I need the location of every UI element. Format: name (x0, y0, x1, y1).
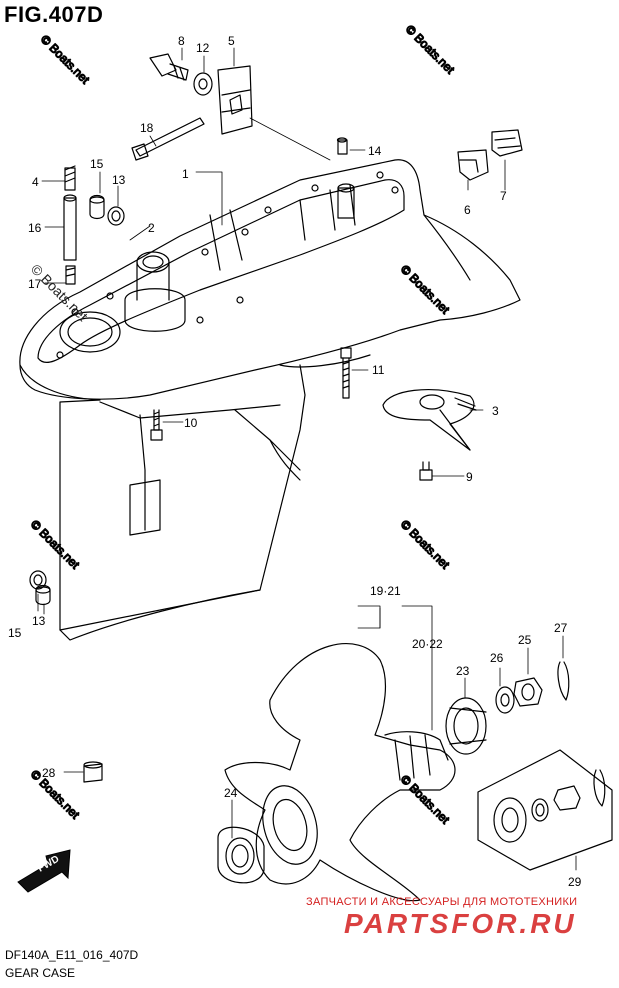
part-23-bushing (445, 697, 487, 755)
label-part-17: 17 (28, 277, 42, 291)
label-part-15-upper: 15 (90, 157, 104, 171)
part-number-labels: 1 2 3 4 5 6 7 8 9 10 11 12 13 13 14 15 1… (8, 34, 582, 889)
watermark-text: © Boats.net (28, 517, 83, 572)
figure-code: DF140A_E11_016_407D (5, 948, 139, 962)
label-part-25: 25 (518, 633, 532, 647)
watermark-text: © Boats.net (398, 262, 453, 317)
label-part-11: 11 (372, 363, 385, 377)
part-27-cotter-pin (557, 661, 570, 701)
part-14-dowel-pin (336, 137, 348, 155)
part-11-bolt (340, 347, 352, 399)
part-12-washer (193, 72, 213, 96)
part-3-trim-tab (382, 389, 477, 451)
part-9-bolt (419, 461, 433, 481)
label-part-13-lower: 13 (32, 614, 46, 628)
label-part-7: 7 (500, 189, 507, 203)
promo-logo[interactable]: PARTSFOR.RU (344, 908, 577, 939)
part-25-nut (513, 677, 543, 707)
part-28-plug (83, 761, 103, 783)
watermark-text: © Boats.net (398, 517, 453, 572)
propeller (224, 643, 456, 902)
label-parts-19-21: 19·21 (370, 584, 401, 598)
promo-tagline: ЗАПЧАСТИ И АКСЕССУАРЫ ДЛЯ МОТОТЕХНИКИ (306, 896, 578, 908)
part-10-bolt (150, 409, 163, 441)
watermark-text: © Boats.net (403, 22, 458, 77)
label-part-26: 26 (490, 651, 504, 665)
label-part-10: 10 (184, 416, 198, 430)
label-parts-20-22: 20·22 (412, 637, 443, 651)
parts-6-7-clips (457, 129, 523, 181)
part-4-pin (64, 165, 76, 191)
part-26-washer (495, 686, 515, 714)
watermark-text: © Boats.net (38, 32, 93, 87)
watermark-text: © Boats.net (398, 772, 453, 827)
part-8-bolt (149, 53, 189, 81)
label-part-12: 12 (196, 41, 210, 55)
label-part-23: 23 (456, 664, 470, 678)
label-part-29: 29 (568, 875, 582, 889)
label-part-15-lower: 15 (8, 626, 22, 640)
label-part-27: 27 (554, 621, 568, 635)
label-part-4: 4 (32, 175, 39, 189)
label-part-9: 9 (466, 470, 473, 484)
part-18-cable-tie (131, 117, 205, 161)
label-part-3: 3 (492, 404, 499, 418)
part-15-plug-upper (89, 194, 105, 220)
part-5-cover (217, 65, 253, 135)
part-16-tube (63, 194, 77, 261)
figure-name: GEAR CASE (5, 966, 76, 980)
label-part-14: 14 (368, 144, 382, 158)
label-part-13-upper: 13 (112, 173, 126, 187)
gear-case-housing (19, 159, 521, 641)
label-part-16: 16 (28, 221, 42, 235)
label-part-28: 28 (42, 766, 56, 780)
figure-title: FIG.407D (4, 2, 104, 27)
part-13-gasket-lower (29, 570, 47, 590)
label-part-8: 8 (178, 34, 185, 48)
watermark-layer: © Boats.net © Boats.net © Boats.net © Bo… (27, 22, 458, 828)
part-29-kit (477, 749, 613, 871)
part-13-gasket-upper (107, 206, 125, 226)
part-17-fitting (65, 265, 76, 285)
label-part-6: 6 (464, 203, 471, 217)
label-part-2: 2 (148, 221, 155, 235)
leader-lines (37, 47, 577, 871)
label-part-5: 5 (228, 34, 235, 48)
label-part-24: 24 (224, 786, 238, 800)
label-part-1: 1 (182, 167, 189, 181)
watermark-dark: © Boats.net (28, 261, 91, 324)
label-part-18: 18 (140, 121, 154, 135)
fwd-arrow: FWD (17, 849, 71, 893)
part-24-spacer (217, 826, 265, 884)
